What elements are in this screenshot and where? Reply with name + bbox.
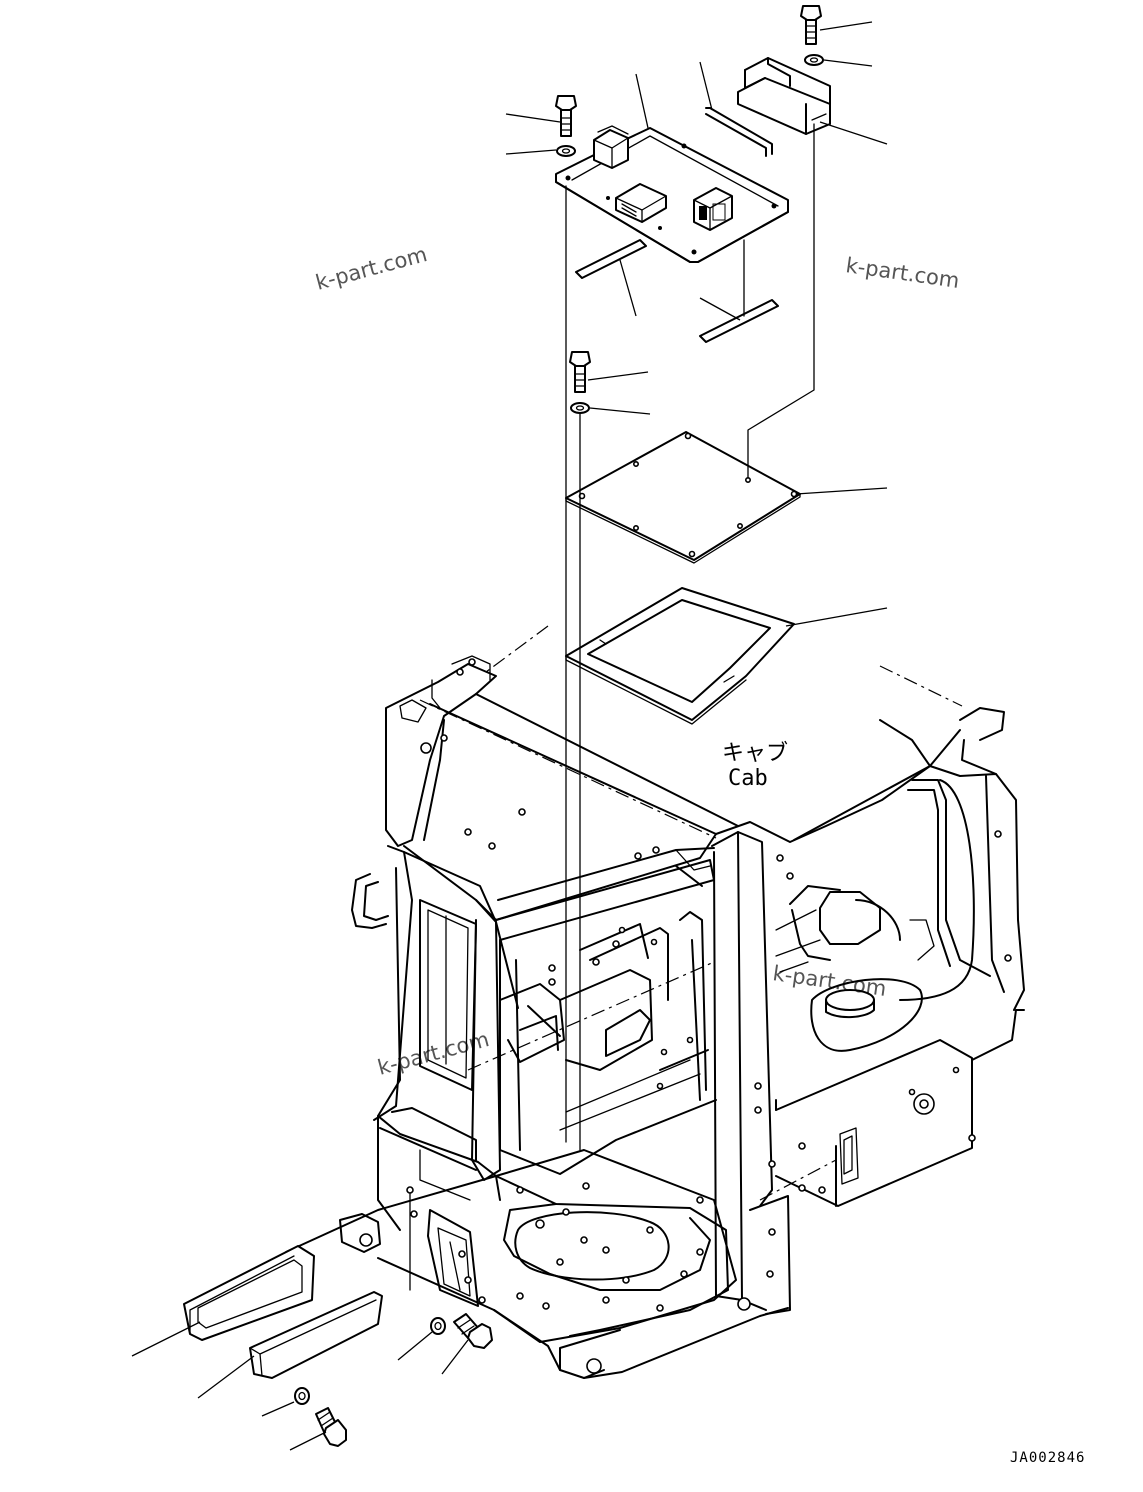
leader-line: [589, 407, 651, 415]
leader-line: [823, 59, 873, 67]
controller-board: [555, 125, 789, 263]
top-right-washer: [804, 54, 824, 66]
cushion-strip-left: [575, 239, 647, 279]
top-right-washer-hole: [809, 57, 819, 63]
bottom-washer-right: [430, 1317, 446, 1335]
leader-line: [699, 297, 741, 321]
leader-line: [795, 487, 888, 495]
bottom-bolt-right: [453, 1313, 493, 1349]
leader-line: [785, 607, 888, 627]
cab-label-jp: キャブ: [722, 741, 788, 766]
leader-line: [505, 149, 557, 155]
leader-line: [635, 73, 649, 129]
top-right-bolt: [800, 5, 822, 45]
controller-washer-hole: [561, 148, 571, 154]
rubber-seal: [183, 1245, 315, 1341]
leader-line: [587, 371, 649, 381]
bottom-bolt-left: [315, 1407, 347, 1447]
watermark-text: k-part.com: [313, 242, 430, 295]
cover-bolt: [569, 351, 591, 393]
leader-line: [819, 21, 873, 31]
gasket-frame: [565, 587, 795, 725]
leader-line: [699, 61, 713, 111]
leader-line: [397, 1331, 433, 1361]
leader-line: [819, 121, 888, 145]
leader-line: [441, 1339, 469, 1375]
controller-bolt: [555, 95, 577, 137]
leader-line: [197, 1355, 255, 1399]
leader-line: [619, 259, 637, 317]
cab-label-en: Cab: [728, 766, 768, 791]
bottom-washer-right-hole: [434, 1321, 442, 1331]
drawing-code: JA002846: [1010, 1450, 1085, 1466]
leader-line: [289, 1431, 327, 1451]
leader-line: [261, 1401, 295, 1417]
connector-clamp-block: [737, 57, 831, 135]
bottom-washer-left: [294, 1387, 310, 1405]
cover-washer-hole: [575, 405, 585, 411]
leader-line: [505, 113, 561, 123]
cushion-strip-right: [699, 299, 779, 343]
cover-plate: [565, 431, 801, 564]
alignment-line: [747, 123, 815, 479]
bottom-cover-plate: [249, 1291, 383, 1379]
cab-frame: [285, 625, 1025, 1379]
leader-line: [131, 1321, 201, 1357]
controller-washer: [556, 145, 576, 157]
cover-washer: [570, 402, 590, 414]
harness-rod: [705, 107, 773, 157]
bottom-washer-left-hole: [298, 1391, 306, 1401]
watermark-text: k-part.com: [844, 253, 961, 293]
